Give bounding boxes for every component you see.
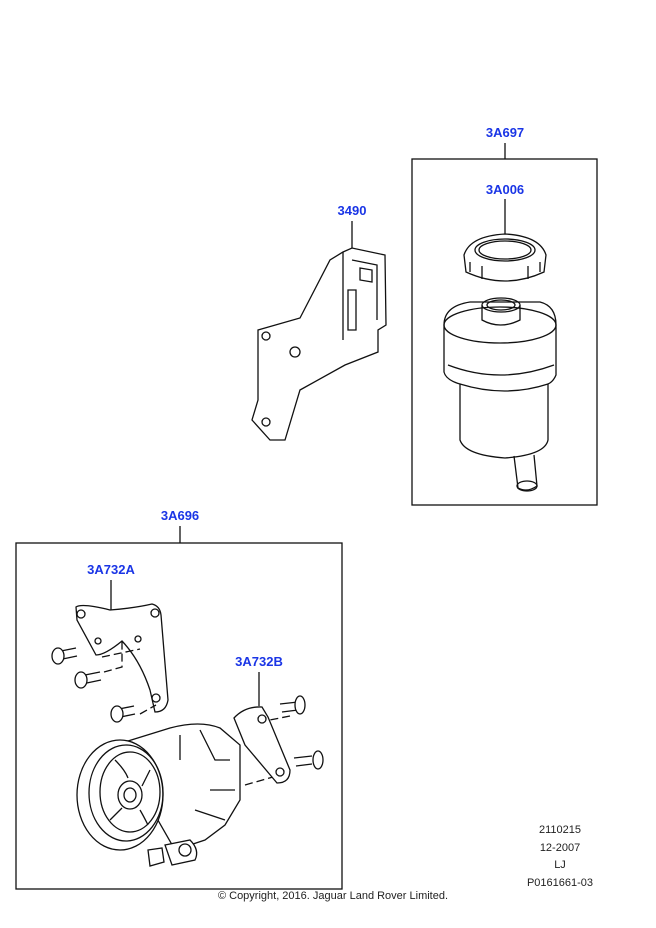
callout-pump-assembly[interactable]: 3A696	[160, 508, 200, 523]
callout-reservoir-cap[interactable]: 3A006	[485, 182, 525, 197]
pump-bracket-a	[75, 603, 169, 713]
copyright-notice: © Copyright, 2016. Jaguar Land Rover Lim…	[217, 890, 449, 902]
info-initials: LJ	[554, 859, 566, 871]
pump-group-box	[15, 542, 343, 890]
callout-pump-bracket-b[interactable]: 3A732B	[235, 654, 283, 669]
info-illustration-id: P0161661-03	[526, 877, 594, 889]
pump-bracket-b	[233, 706, 291, 784]
reservoir	[443, 297, 557, 492]
mounting-bracket	[251, 247, 387, 441]
callout-pump-bracket-a[interactable]: 3A732A	[87, 562, 135, 577]
info-date: 12-2007	[539, 842, 581, 854]
bolts	[51, 642, 324, 786]
callout-bracket[interactable]: 3490	[337, 203, 367, 218]
callout-reservoir-assembly[interactable]: 3A697	[485, 125, 525, 140]
reservoir-cap	[463, 233, 547, 282]
info-code: 2110215	[538, 824, 582, 836]
power-steering-pump	[76, 723, 241, 867]
